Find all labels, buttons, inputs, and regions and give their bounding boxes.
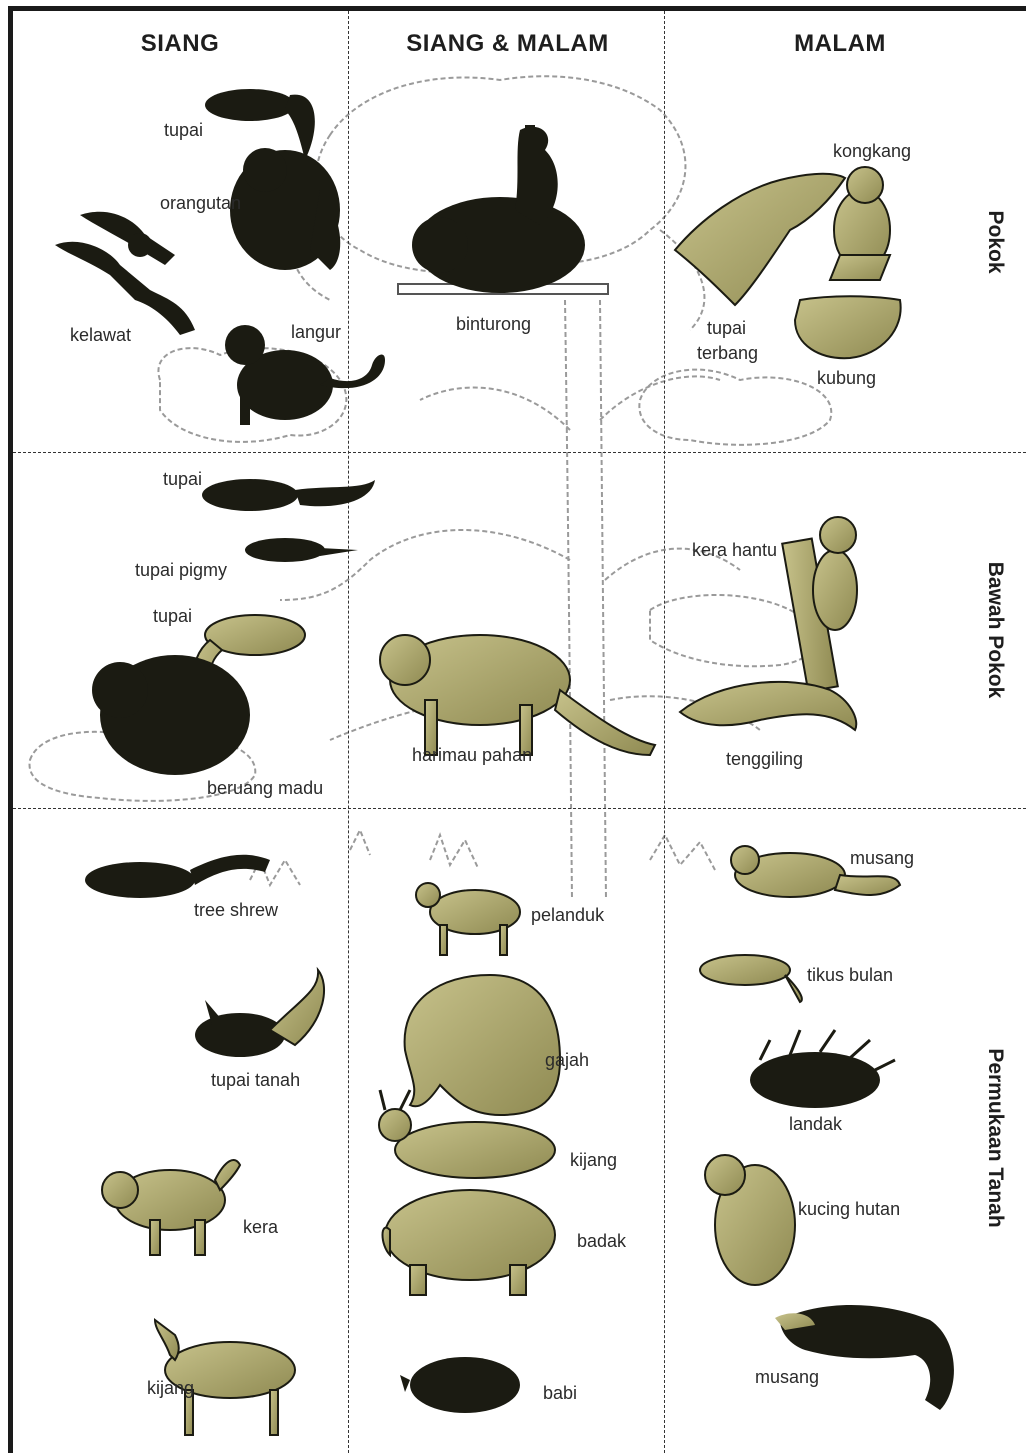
tupai-2-silhouette <box>202 479 375 511</box>
label-kera-hantu: kera hantu <box>692 540 777 562</box>
label-musang-2: musang <box>755 1367 819 1389</box>
binturong-silhouette <box>412 125 585 293</box>
label-badak: badak <box>577 1231 626 1253</box>
label-tupai-pigmy: tupai pigmy <box>135 560 227 582</box>
label-orangutan: orangutan <box>160 193 241 215</box>
label-tupai-tanah: tupai tanah <box>211 1070 300 1092</box>
kubung-silhouette <box>795 296 901 358</box>
label-kera: kera <box>243 1217 278 1239</box>
tupai-pigmy-silhouette <box>245 538 358 562</box>
label-langur: langur <box>291 322 341 344</box>
tree-shrew-silhouette <box>85 855 270 898</box>
landak-silhouette <box>750 1030 895 1108</box>
label-gajah: gajah <box>545 1050 589 1072</box>
orangutan-silhouette <box>230 148 340 270</box>
harimau-pahan-silhouette <box>380 635 655 755</box>
label-tupai-1: tupai <box>164 120 203 142</box>
label-kelawat: kelawat <box>70 325 131 347</box>
label-tupai-3: tupai <box>153 606 192 628</box>
kera-silhouette <box>102 1160 240 1255</box>
label-tree-shrew: tree shrew <box>194 900 278 922</box>
label-harimau-pahan: harimau pahan <box>412 745 532 767</box>
gajah-silhouette <box>405 975 560 1115</box>
label-babi: babi <box>543 1383 577 1405</box>
label-binturong: binturong <box>456 314 531 336</box>
pelanduk-silhouette <box>416 883 520 955</box>
label-kubung: kubung <box>817 368 876 390</box>
label-tupai-terbang-2: terbang <box>697 343 758 365</box>
label-tenggiling: tenggiling <box>726 749 803 771</box>
label-tupai-terbang-1: tupai <box>707 318 746 340</box>
label-landak: landak <box>789 1114 842 1136</box>
tupai-tanah-silhouette <box>195 970 324 1057</box>
kera-hantu-silhouette <box>782 517 857 691</box>
label-musang-1: musang <box>850 848 914 870</box>
musang-2-silhouette <box>775 1305 954 1410</box>
tikus-bulan-silhouette <box>700 955 802 1002</box>
babi-silhouette <box>400 1357 520 1413</box>
tenggiling-silhouette <box>680 682 856 730</box>
label-tikus-bulan: tikus bulan <box>807 965 893 987</box>
badak-silhouette <box>383 1190 556 1295</box>
label-tupai-2: tupai <box>163 469 202 491</box>
kelawat-silhouette <box>55 212 195 335</box>
label-beruang-madu: beruang madu <box>207 778 323 800</box>
label-kongkang: kongkang <box>833 141 911 163</box>
beruang-madu-silhouette <box>92 655 250 775</box>
label-pelanduk: pelanduk <box>531 905 604 927</box>
kucing-hutan-silhouette <box>705 1155 795 1285</box>
label-kijang-1: kijang <box>147 1378 194 1400</box>
tupai-terbang-silhouette <box>675 174 845 305</box>
label-kucing-hutan: kucing hutan <box>798 1199 900 1221</box>
label-kijang-2: kijang <box>570 1150 617 1172</box>
